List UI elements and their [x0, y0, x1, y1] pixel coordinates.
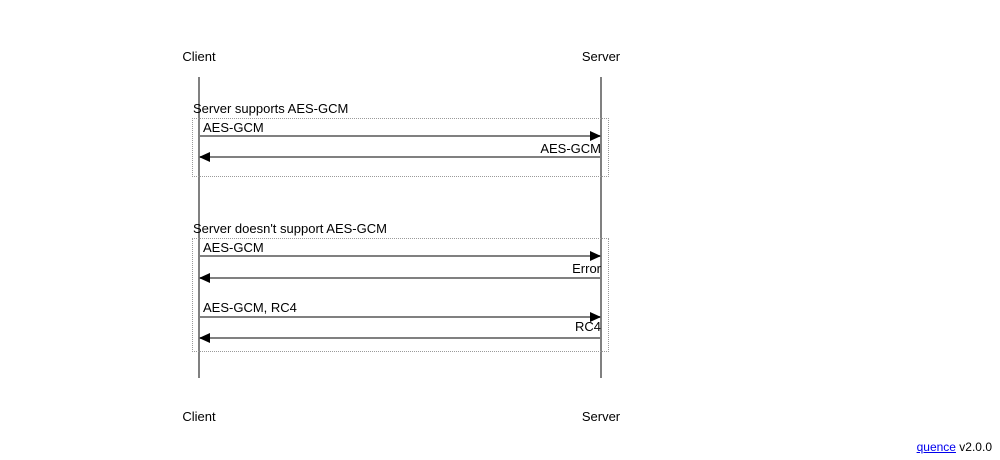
message-aes-gcm-request-1-line	[199, 135, 601, 137]
version-label: v2.0.0	[955, 440, 992, 454]
sequencediagram-link[interactable]: quence	[916, 440, 956, 454]
message-error-response-arrowhead	[199, 273, 210, 283]
message-aes-gcm-request-2-label: AES-GCM	[203, 240, 264, 255]
participant-footer-server: Server	[581, 409, 621, 424]
message-rc4-response-line	[199, 337, 601, 339]
message-aes-gcm-rc4-request-arrowhead	[590, 312, 601, 322]
fragment-server-supports-box	[192, 118, 609, 177]
message-aes-gcm-request-2-arrowhead	[590, 251, 601, 261]
message-aes-gcm-request-2-line	[199, 255, 601, 257]
message-error-response-label: Error	[572, 261, 601, 276]
message-rc4-response-label: RC4	[574, 319, 601, 334]
participant-header-server: Server	[581, 49, 621, 64]
message-aes-gcm-response-1-arrowhead	[199, 152, 210, 162]
fragment-server-supports-label: Server supports AES-GCM	[193, 101, 349, 116]
lifeline-server	[600, 77, 602, 378]
message-aes-gcm-rc4-request-label: AES-GCM, RC4	[203, 300, 297, 315]
lifeline-client	[198, 77, 200, 378]
message-aes-gcm-response-1-line	[199, 156, 601, 158]
message-error-response-line	[199, 277, 601, 279]
message-aes-gcm-request-1-arrowhead	[590, 131, 601, 141]
fragment-server-doesnt-support-label: Server doesn't support AES-GCM	[193, 221, 387, 236]
participant-header-client: Client	[182, 49, 216, 64]
footer-watermark: quence v2.0.0	[917, 440, 992, 454]
message-aes-gcm-request-1-label: AES-GCM	[203, 120, 264, 135]
fragment-server-doesnt-support-box	[192, 238, 609, 352]
message-aes-gcm-response-1-label: AES-GCM	[540, 141, 601, 156]
message-rc4-response-arrowhead	[199, 333, 210, 343]
message-aes-gcm-rc4-request-line	[199, 316, 601, 318]
participant-footer-client: Client	[182, 409, 216, 424]
